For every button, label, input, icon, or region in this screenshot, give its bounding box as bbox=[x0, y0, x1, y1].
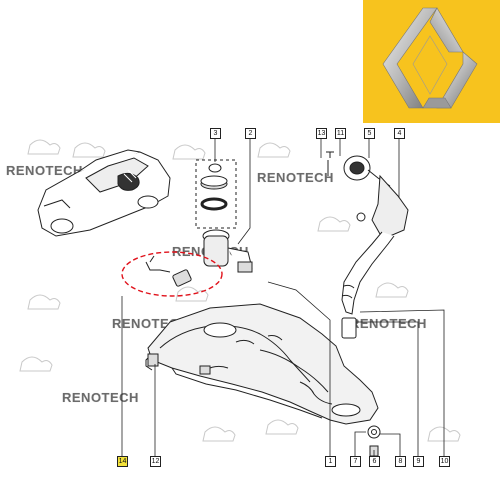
watermark-text: RENOTECH bbox=[350, 316, 427, 331]
callout-1: 1 bbox=[325, 456, 336, 467]
callout-6: 6 bbox=[369, 456, 380, 467]
watermark-text: RENOTECH bbox=[257, 170, 334, 185]
watermark-silhouettes bbox=[19, 139, 461, 442]
filler-neck bbox=[326, 151, 409, 339]
callout-8: 8 bbox=[395, 456, 406, 467]
callout-14: 14 bbox=[117, 456, 128, 467]
callout-2: 2 bbox=[245, 128, 256, 139]
watermark-text: RENOTECH bbox=[6, 163, 83, 178]
fuel-pump-assembly bbox=[195, 159, 253, 273]
highlight-circle bbox=[121, 251, 223, 297]
callout-9: 9 bbox=[413, 456, 424, 467]
callout-3: 3 bbox=[210, 128, 221, 139]
level-sensor bbox=[145, 255, 192, 287]
callout-11: 11 bbox=[335, 128, 346, 139]
fuel-tank bbox=[145, 303, 379, 425]
callout-5: 5 bbox=[364, 128, 375, 139]
renault-logo bbox=[382, 7, 478, 109]
brand-panel bbox=[363, 0, 500, 123]
car-illustration bbox=[37, 149, 171, 237]
watermark-text: RENOTECH bbox=[62, 390, 139, 405]
callout-7: 7 bbox=[350, 456, 361, 467]
callout-10: 10 bbox=[439, 456, 450, 467]
callout-12: 12 bbox=[150, 456, 161, 467]
leader-lines bbox=[121, 139, 445, 456]
callout-4: 4 bbox=[394, 128, 405, 139]
callout-13: 13 bbox=[316, 128, 327, 139]
